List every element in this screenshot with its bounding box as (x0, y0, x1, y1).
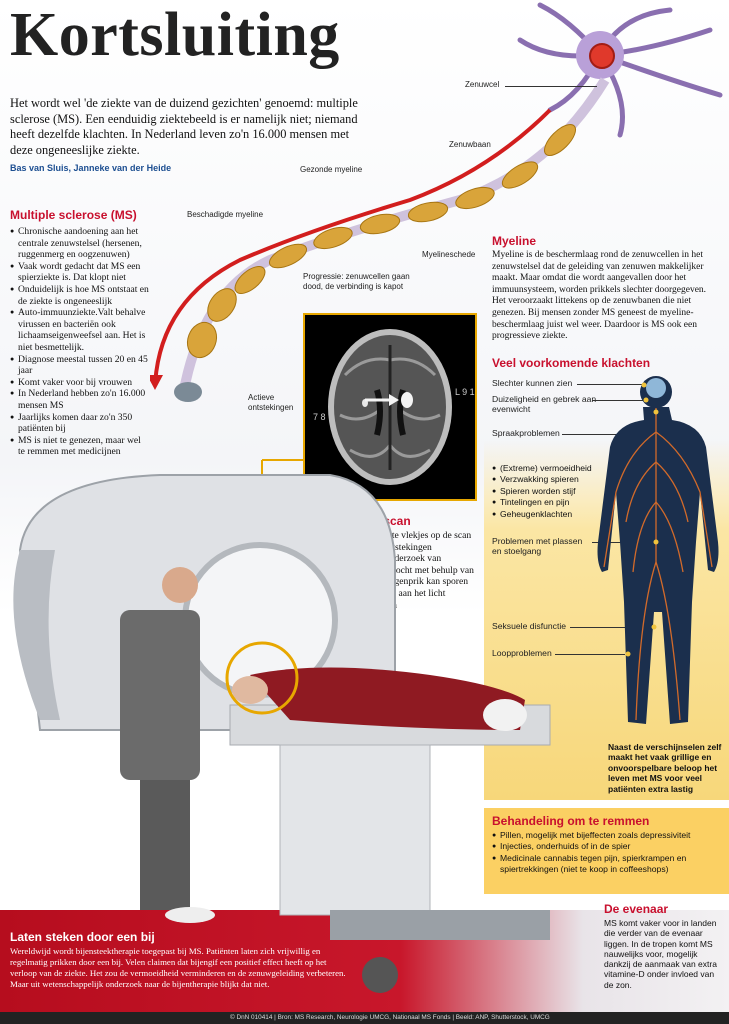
bijen-heading: Laten steken door een bij (10, 930, 155, 944)
mri-scan-image: L 9 1 7 8 (303, 313, 477, 501)
ms-item: MS is niet te genezen, maar wel te remme… (10, 435, 150, 458)
symptom-plassen: Problemen met plassen en stoelgang (492, 536, 583, 556)
ms-item: Auto-immuunziekte.Valt behalve virussen … (10, 307, 150, 353)
byline: Bas van Sluis, Janneke van der Heide (10, 163, 172, 173)
behandeling-heading: Behandeling om te remmen (492, 814, 650, 828)
technician-shoe (165, 907, 215, 923)
klachten-heading: Veel voorkomende klachten (492, 356, 651, 370)
brain-scan: L 9 1 7 8 (313, 329, 475, 485)
ms-item: Vaak wordt gedacht dat MS een spierziekt… (10, 261, 150, 284)
scan-mark: 7 8 (313, 412, 326, 422)
patient-feet (483, 699, 527, 731)
leader-zenuwcel (505, 86, 597, 87)
ms-item: In Nederland hebben zo'n 16.000 mensen M… (10, 388, 150, 411)
bijen-text: Wereldwijd wordt bijensteektherapie toeg… (10, 946, 346, 989)
table-wheels (330, 910, 550, 940)
nerve-network (603, 408, 713, 721)
behandeling-item: Injecties, onderhuids of in de spier (492, 841, 722, 853)
patient-head (232, 676, 268, 704)
technician-body (120, 610, 200, 780)
body-silhouette (597, 407, 719, 724)
myeline-heading: Myeline (492, 234, 537, 248)
patient (250, 667, 525, 730)
label-beschadigde-myeline: Beschadigde myeline (187, 210, 264, 219)
ms-item: Onduidelijk is hoe MS ontstaat en de zie… (10, 284, 150, 307)
label-zenuwbaan: Zenuwbaan (449, 140, 491, 149)
human-body-figure (597, 376, 719, 724)
ms-list: Chronische aandoening aan het centrale z… (10, 226, 150, 458)
ms-item: Jaarlijks komen daar zo'n 350 patiënten … (10, 412, 150, 435)
evenaar-heading: De evenaar (604, 902, 669, 916)
brain-icon (646, 378, 666, 398)
table-base (279, 744, 431, 916)
highlight-circle (225, 641, 299, 715)
myeline-text: Myeline is de beschermlaag rond de zenuw… (492, 250, 707, 342)
page-title: Kortsluiting (10, 1, 340, 69)
intro-text: Het wordt wel 'de ziekte van de duizend … (10, 96, 358, 157)
behandeling-list: Pillen, mogelijk met bijeffecten zoals d… (492, 830, 722, 875)
nerve-illustration (150, 2, 723, 402)
technician-head (162, 567, 198, 603)
symptom-dots (625, 382, 659, 657)
red-signal-arrow (153, 108, 552, 386)
axon-end (174, 382, 202, 402)
symptom-zien: Slechter kunnen zien (492, 378, 573, 388)
evenaar-text: MS komt vaker voor in landen die verder … (604, 918, 717, 990)
ms-item: Komt vaker voor bij vrouwen (10, 377, 150, 389)
ms-heading: Multiple sclerose (MS) (10, 208, 137, 222)
label-zenuwcel: Zenuwcel (465, 80, 500, 89)
symptom-item: (Extreme) vermoeidheid (492, 463, 612, 475)
neuron-nucleus (589, 43, 615, 69)
label-myelineschede: Myelineschede (422, 250, 476, 259)
klachten-note: Naast de verschijnselen zelf maakt het v… (608, 742, 722, 794)
label-progressie: Progressie: zenuwcellen gaan dood, de ve… (303, 272, 410, 291)
scan-mark: L 9 1 (455, 387, 475, 397)
symptom-item: Tintelingen en pijn (492, 497, 612, 509)
mri-side-panel (13, 550, 61, 720)
symptom-loop: Loopproblemen (492, 648, 552, 658)
mri-machine-illustration (13, 459, 551, 993)
label-gezonde-myeline: Gezonde myeline (300, 165, 363, 174)
myelin-segments (186, 123, 577, 359)
behandeling-item: Medicinale cannabis tegen pijn, spierkra… (492, 853, 722, 876)
behandeling-item: Pillen, mogelijk met bijeffecten zoals d… (492, 830, 722, 842)
label-actieve-ontstekingen: Actieve ontstekingen (248, 393, 294, 412)
symptom-duizeligheid: Duizeligheid en gebrek aan evenwicht (492, 394, 597, 414)
symptom-seksueel: Seksuele disfunctie (492, 621, 567, 631)
credits-footer: © DnN 010414 | Bron: MS Research, Neurol… (0, 1012, 729, 1024)
ms-item: Diagnose meestal tussen 20 en 45 jaar (10, 354, 150, 377)
symptom-spraak: Spraakproblemen (492, 428, 560, 438)
lesion-spot (401, 392, 413, 408)
ms-item: Chronische aandoening aan het centrale z… (10, 226, 150, 261)
symptom-item: Verzwakking spieren (492, 474, 612, 486)
symptom-list: (Extreme) vermoeidheid Verzwakking spier… (492, 463, 612, 520)
symptom-item: Spieren worden stijf (492, 486, 612, 498)
technician-legs (140, 780, 190, 910)
symptom-item: Geheugenklachten (492, 509, 612, 521)
neuron-dendrites (517, 2, 723, 138)
